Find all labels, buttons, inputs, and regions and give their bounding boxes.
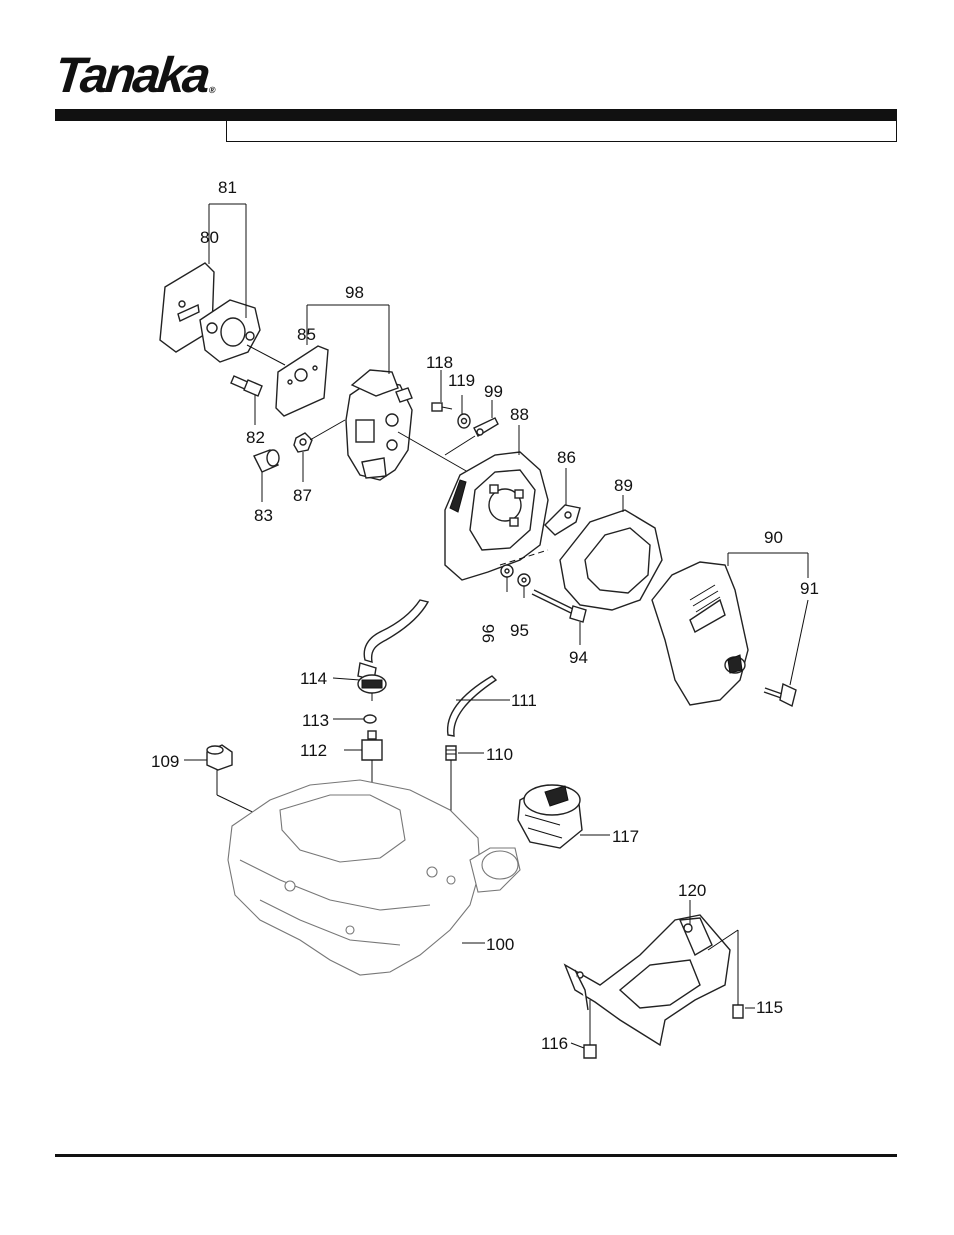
part-114-fuel-filter xyxy=(357,674,387,701)
label-117: 117 xyxy=(612,827,639,846)
label-116: 116 xyxy=(541,1034,568,1053)
part-89-filter-element xyxy=(559,509,663,611)
part-85-gasket xyxy=(275,345,329,417)
part-82-bolt xyxy=(230,375,263,397)
label-120: 120 xyxy=(678,881,706,900)
part-81-insulator xyxy=(199,299,261,363)
label-113: 113 xyxy=(302,711,329,730)
part-98-carburetor xyxy=(345,369,413,481)
label-95: 95 xyxy=(510,621,529,640)
label-87: 87 xyxy=(293,486,312,505)
part-118-screw xyxy=(431,402,453,412)
part-100-fuel-tank xyxy=(227,779,481,976)
part-112-grommet xyxy=(361,730,383,761)
part-116-screw xyxy=(583,1030,597,1059)
part-90-air-cleaner-cover xyxy=(651,561,749,706)
label-80: 80 xyxy=(200,228,219,247)
part-88-air-cleaner-body xyxy=(444,451,549,581)
part-tank-filler-neck xyxy=(469,847,521,893)
label-86: 86 xyxy=(557,448,576,467)
part-fuel-line xyxy=(357,599,430,681)
label-99: 99 xyxy=(484,382,503,401)
label-115: 115 xyxy=(756,998,783,1017)
label-112: 112 xyxy=(300,741,327,760)
label-83: 83 xyxy=(254,506,273,525)
label-100: 100 xyxy=(486,935,514,954)
label-85: 85 xyxy=(297,325,316,344)
part-99-link xyxy=(473,417,499,437)
label-111: 111 xyxy=(511,691,537,710)
label-82: 82 xyxy=(246,428,265,447)
label-118: 118 xyxy=(426,353,453,372)
label-110: 110 xyxy=(486,745,513,764)
header-rule xyxy=(55,109,897,121)
part-110-vent xyxy=(445,745,457,761)
part-96-washer xyxy=(500,564,514,578)
label-88: 88 xyxy=(510,405,529,424)
footer-rule xyxy=(55,1154,897,1157)
label-81: 81 xyxy=(218,178,237,197)
part-115-screw xyxy=(732,995,744,1019)
part-94-bolt xyxy=(531,589,587,623)
part-120-tank-bracket xyxy=(563,914,731,1047)
part-91-screw xyxy=(763,682,797,708)
part-117-fuel-cap xyxy=(517,784,583,849)
part-87-nut xyxy=(293,432,313,453)
label-96: 96 xyxy=(479,624,498,643)
label-94: 94 xyxy=(569,648,588,667)
part-119-washer xyxy=(457,413,471,429)
part-111-return-hose xyxy=(446,675,498,737)
label-98: 98 xyxy=(345,283,364,302)
part-95-washer xyxy=(517,573,531,587)
title-box xyxy=(226,121,897,142)
part-86-choke-plate xyxy=(544,504,581,536)
part-113-clip xyxy=(363,714,377,724)
label-91: 91 xyxy=(800,579,819,598)
label-119: 119 xyxy=(448,371,475,390)
label-90: 90 xyxy=(764,528,783,547)
label-114: 114 xyxy=(300,669,327,688)
label-109: 109 xyxy=(151,752,179,771)
part-109-mount xyxy=(206,744,233,771)
label-89: 89 xyxy=(614,476,633,495)
part-83-spacer xyxy=(253,449,280,473)
